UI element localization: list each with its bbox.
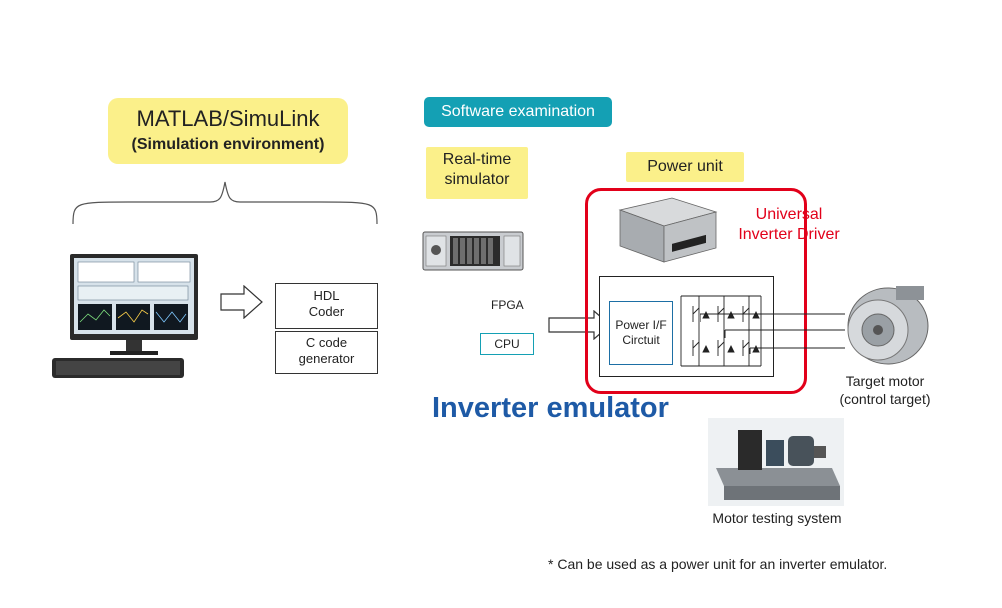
power-unit-frame bbox=[585, 188, 807, 394]
target-motor-label: Target motor (control target) bbox=[815, 372, 955, 408]
realtime-simulator-label: Real-time simulator bbox=[426, 147, 528, 199]
realtime-line2: simulator bbox=[444, 171, 510, 188]
desktop-pc-image bbox=[52, 254, 198, 378]
fpga-label: FPGA bbox=[491, 298, 524, 312]
target-motor-line2: (control target) bbox=[839, 391, 931, 407]
universal-inverter-driver-image bbox=[618, 197, 718, 263]
hollow-arrow-icon bbox=[220, 285, 263, 319]
c-code-line2: generator bbox=[298, 351, 355, 366]
power-if-line1: Power I/F bbox=[615, 318, 667, 332]
uid-line2: Inverter Driver bbox=[738, 226, 840, 243]
cpu-box: CPU bbox=[480, 333, 534, 355]
power-if-line2: Circtuit bbox=[622, 333, 660, 347]
target-motor-image bbox=[847, 286, 929, 365]
matlab-title: MATLAB/SimuLink bbox=[136, 106, 320, 131]
motor-testing-system-image bbox=[708, 418, 844, 506]
target-motor-line1: Target motor bbox=[845, 373, 925, 389]
hdl-coder-line1: HDL bbox=[313, 288, 340, 303]
universal-inverter-driver-label: Universal Inverter Driver bbox=[700, 205, 878, 245]
inverter-emulator-title: Inverter emulator bbox=[432, 392, 669, 424]
realtime-line1: Real-time bbox=[442, 151, 512, 168]
realtime-simulator-image bbox=[422, 231, 524, 271]
c-code-generator-box: C code generator bbox=[275, 331, 378, 374]
power-if-box: Power I/F Circtuit bbox=[609, 301, 673, 365]
motor-testing-system-label: Motor testing system bbox=[712, 510, 842, 526]
phase-output-lines bbox=[700, 313, 845, 354]
hdl-coder-box: HDL Coder bbox=[275, 283, 378, 329]
inverter-bridge-schematic bbox=[680, 295, 762, 367]
footnote: * Can be used as a power unit for an inv… bbox=[548, 556, 888, 572]
software-examination-badge: Software examination bbox=[424, 97, 612, 127]
curly-brace bbox=[72, 181, 378, 225]
power-unit-label: Power unit bbox=[626, 152, 744, 182]
c-code-line1: C code bbox=[305, 335, 348, 350]
matlab-label: MATLAB/SimuLink (Simulation environment) bbox=[108, 98, 348, 164]
uid-line1: Universal bbox=[755, 206, 823, 223]
hdl-coder-line2: Coder bbox=[308, 304, 345, 319]
matlab-subtitle: (Simulation environment) bbox=[131, 136, 325, 153]
